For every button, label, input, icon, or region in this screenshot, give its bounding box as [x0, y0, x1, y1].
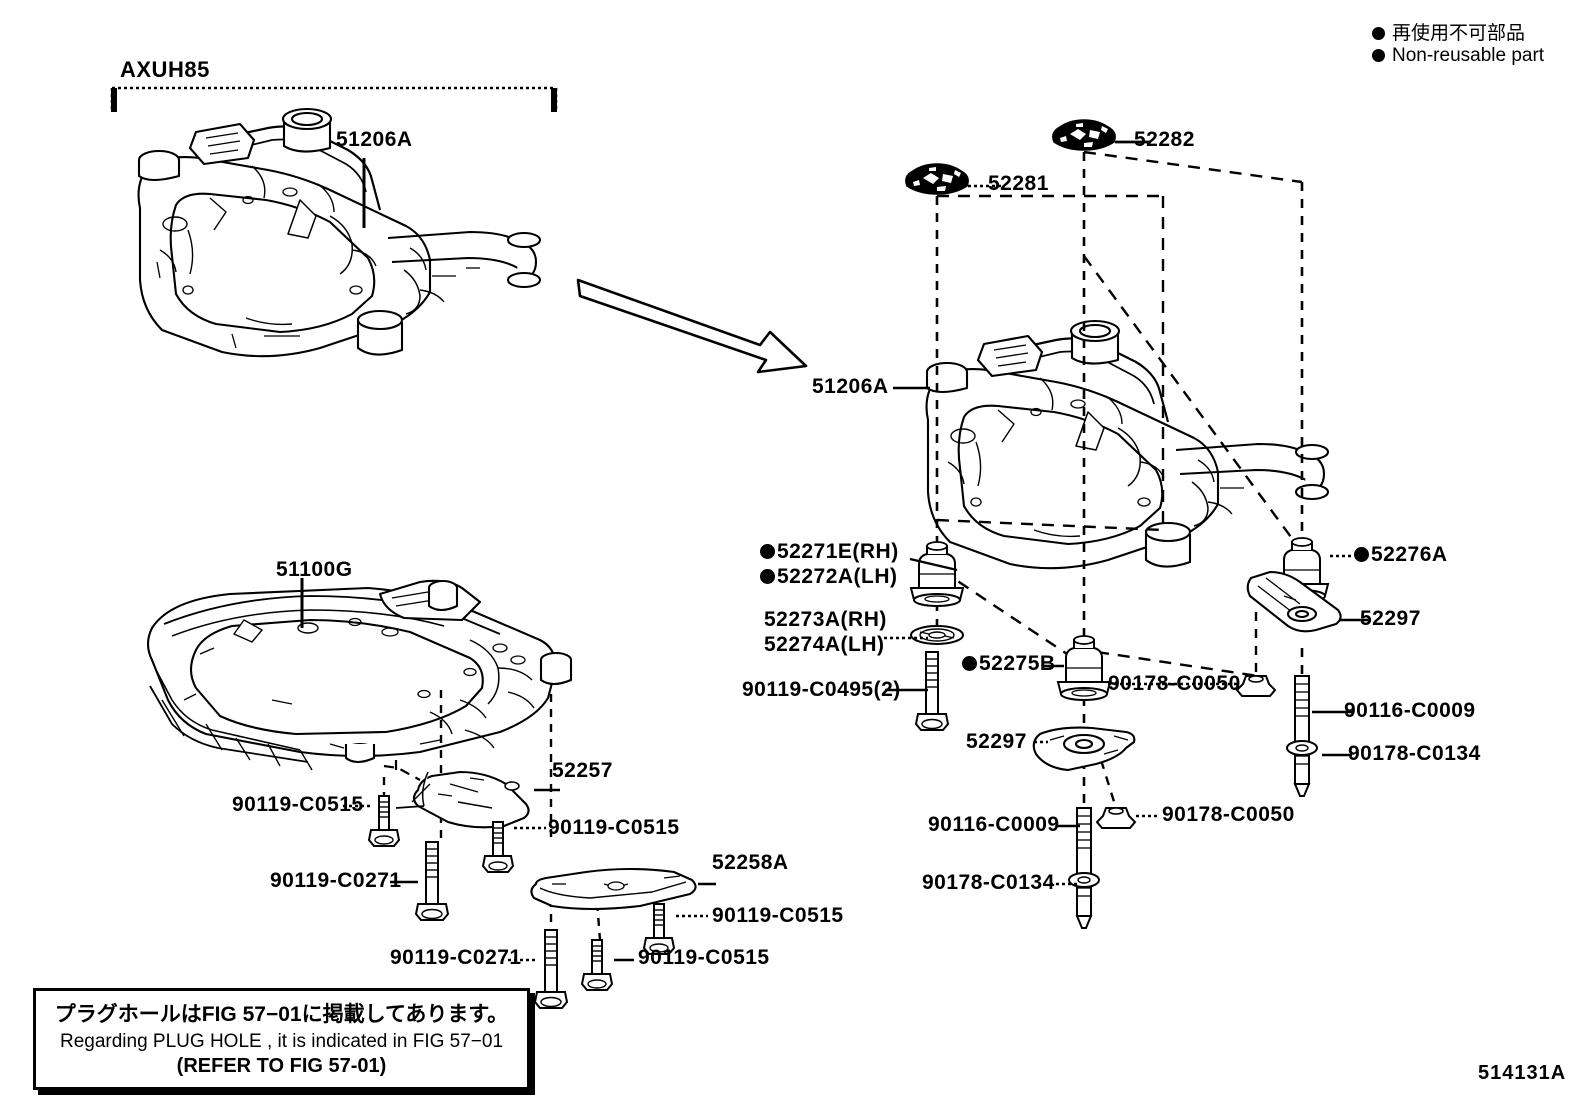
non-reusable-marker-icon	[1354, 547, 1369, 562]
part-90116-c0009-center	[1076, 807, 1092, 929]
label-52271e-group: 52271E(RH) 52272A(LH)	[760, 540, 899, 590]
label-90178-c0134-center: 90178-C0134	[922, 871, 1055, 894]
part-52258a	[530, 867, 697, 911]
non-reusable-marker-icon	[1372, 27, 1385, 40]
label-52257: 52257	[552, 759, 613, 782]
part-90119-c0495	[915, 651, 949, 731]
part-90119-c0515-b	[482, 821, 514, 873]
label-52258a: 52258A	[712, 851, 789, 874]
label-90178-c0134-right: 90178-C0134	[1348, 742, 1481, 765]
rear-subframe-drawing-exploded	[925, 319, 1330, 570]
legend-text-jp: 再使用不可部品	[1392, 23, 1526, 44]
label-90116-c0009-center: 90116-C0009	[928, 813, 1060, 836]
label-90178-c0050-right: 90178-C0050	[1108, 672, 1241, 695]
label-51206a-exploded: 51206A	[812, 375, 889, 398]
transfer-arrow	[576, 278, 808, 374]
part-52257	[395, 770, 530, 829]
non-reusable-marker-icon	[760, 568, 775, 584]
part-52271e-52272a	[910, 541, 964, 607]
label-90119-c0515-a: 90119-C0515	[232, 793, 364, 816]
non-reusable-marker-icon	[1372, 49, 1385, 62]
label-52297-right: 52297	[1360, 607, 1421, 630]
front-subframe-drawing	[146, 579, 573, 771]
part-90178-c0050-right	[1236, 675, 1276, 697]
part-52276a	[1275, 537, 1329, 603]
label-52274a-lh: 52274A(LH)	[764, 632, 885, 656]
part-52281	[905, 163, 969, 195]
label-51206a-top: 51206A	[336, 128, 413, 151]
part-52297-right	[1246, 570, 1342, 633]
label-90119-c0515-c: 90119-C0515	[712, 904, 844, 927]
label-52273a-rh: 52273A(RH)	[764, 608, 887, 631]
part-52273a-52274a	[910, 625, 964, 645]
note-line-jp: プラグホールはFIG 57−01に掲載してあります。	[54, 1003, 509, 1026]
non-reusable-marker-icon	[962, 656, 977, 671]
label-90178-c0050-center: 90178-C0050	[1162, 803, 1295, 826]
model-code-label: AXUH85	[120, 57, 210, 82]
part-90178-c0134-right	[1286, 740, 1318, 756]
leader-lines-right	[884, 140, 1368, 886]
legend-row-jp: 再使用不可部品	[1372, 18, 1525, 45]
label-90116-c0009-right: 90116-C0009	[1344, 699, 1476, 722]
label-52276a: 52276A	[1354, 543, 1448, 567]
non-reusable-marker-icon	[760, 544, 775, 559]
part-90178-c0134-center	[1068, 872, 1100, 888]
label-52273a-group: 52273A(RH) 52274A(LH)	[764, 608, 887, 658]
figure-id: 514131A	[1478, 1062, 1567, 1084]
label-52297-center: 52297	[966, 730, 1027, 753]
label-90119-c0515-d: 90119-C0515	[638, 946, 770, 969]
model-bracket-axuh85	[110, 86, 558, 112]
part-90178-c0050-center	[1096, 807, 1136, 829]
label-52281: 52281	[988, 172, 1049, 195]
part-52275b	[1057, 635, 1111, 701]
label-90119-c0515-b: 90119-C0515	[548, 816, 680, 839]
part-90119-c0515-d	[581, 939, 613, 991]
note-line-ref: (REFER TO FIG 57-01)	[176, 1055, 387, 1077]
label-90119-c0495: 90119-C0495(2)	[742, 678, 901, 701]
label-52275b: 52275B	[962, 652, 1056, 676]
part-52282	[1052, 119, 1116, 151]
part-90119-c0271-a	[415, 841, 449, 921]
label-90119-c0271-b: 90119-C0271	[390, 946, 522, 969]
note-line-en: Regarding PLUG HOLE , it is indicated in…	[59, 1031, 504, 1052]
part-90119-c0515-a	[368, 795, 400, 847]
assembly-axis-lines	[935, 150, 1304, 888]
part-90116-c0009-right	[1294, 675, 1310, 797]
label-52282: 52282	[1134, 128, 1195, 151]
label-52272a-lh: 52272A(LH)	[760, 565, 899, 590]
assembly-axis-lines-left	[382, 690, 661, 941]
part-90119-c0271-b	[534, 929, 568, 1009]
legend-text-en: Non-reusable part	[1392, 45, 1545, 66]
label-51100g: 51100G	[276, 558, 353, 581]
plug-hole-note-box: プラグホールはFIG 57−01に掲載してあります。 Regarding PLU…	[33, 988, 530, 1090]
label-90119-c0271-a: 90119-C0271	[270, 869, 402, 892]
label-52271e-rh: 52271E(RH)	[760, 540, 899, 565]
legend-row-en: Non-reusable part	[1372, 45, 1544, 67]
part-52297-center	[1032, 726, 1136, 772]
